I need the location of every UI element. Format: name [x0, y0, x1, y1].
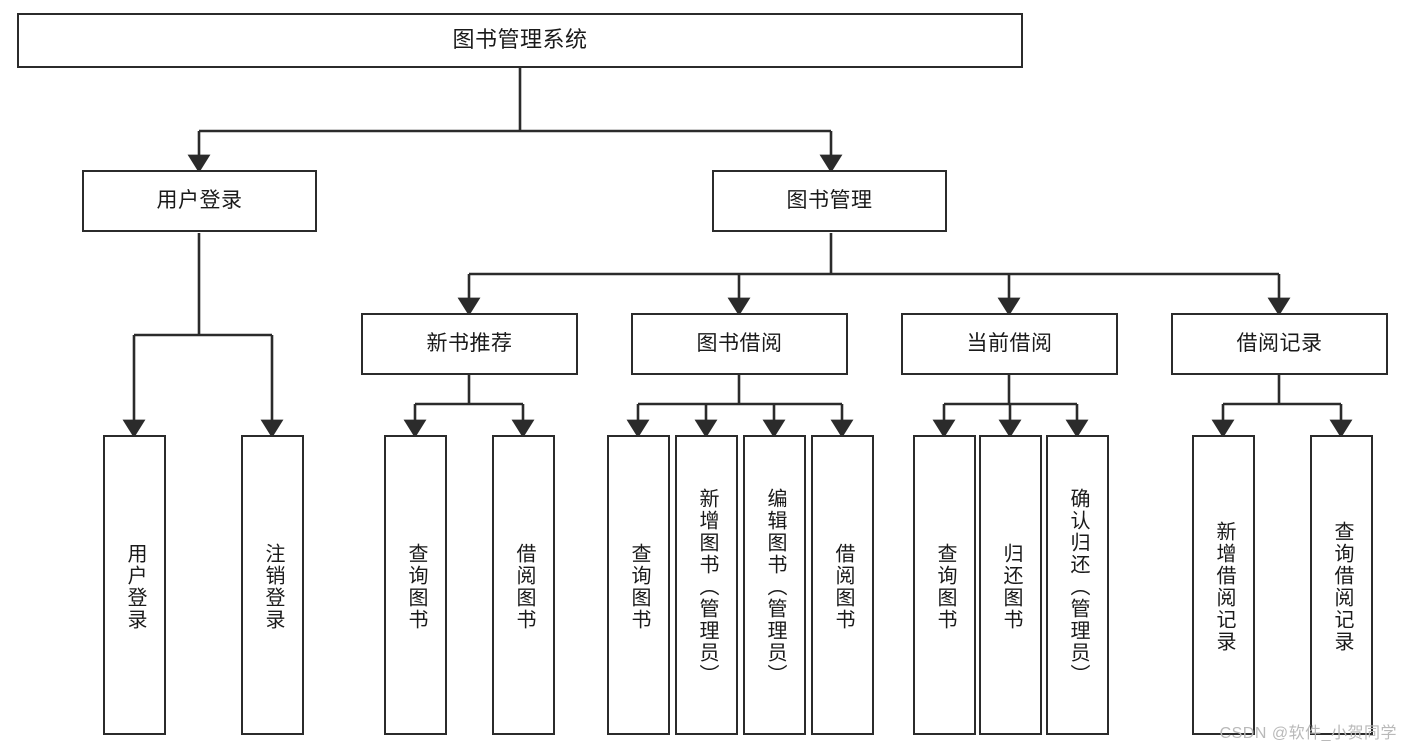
node-label: 归还图书: [1000, 543, 1022, 631]
node-label: 查询图书: [405, 543, 427, 631]
leaf-book-borrow-borrow[interactable]: 借阅图书: [811, 435, 874, 735]
node-label: 图书管理: [786, 188, 873, 212]
node-book-borrow[interactable]: 图书借阅: [631, 313, 848, 375]
node-label: 新增图书（管理员）: [696, 488, 718, 686]
node-label: 确认归还（管理员）: [1067, 488, 1089, 686]
leaf-new-book-borrow[interactable]: 借阅图书: [492, 435, 555, 735]
node-user-login[interactable]: 用户登录: [82, 170, 317, 232]
node-current-borrow[interactable]: 当前借阅: [901, 313, 1118, 375]
node-label: 当前借阅: [966, 331, 1053, 355]
node-label: 编辑图书（管理员）: [764, 488, 786, 686]
node-borrow-record[interactable]: 借阅记录: [1171, 313, 1388, 375]
leaf-book-borrow-add-admin[interactable]: 新增图书（管理员）: [675, 435, 738, 735]
leaf-new-book-query[interactable]: 查询图书: [384, 435, 447, 735]
leaf-borrow-record-query[interactable]: 查询借阅记录: [1310, 435, 1373, 735]
node-label: 查询图书: [934, 543, 956, 631]
leaf-book-borrow-query[interactable]: 查询图书: [607, 435, 670, 735]
node-label: 借阅图书: [832, 543, 854, 631]
node-label: 用户登录: [156, 188, 243, 212]
node-label: 查询图书: [628, 543, 650, 631]
node-book-management[interactable]: 图书管理: [712, 170, 947, 232]
node-label: 新书推荐: [426, 331, 513, 355]
node-label: 借阅图书: [513, 543, 535, 631]
node-label: 新增借阅记录: [1213, 521, 1235, 653]
node-label: 查询借阅记录: [1331, 521, 1353, 653]
node-label: 图书管理系统: [452, 27, 588, 53]
leaf-current-borrow-query[interactable]: 查询图书: [913, 435, 976, 735]
leaf-current-borrow-return[interactable]: 归还图书: [979, 435, 1042, 735]
leaf-book-borrow-edit-admin[interactable]: 编辑图书（管理员）: [743, 435, 806, 735]
node-label: 借阅记录: [1236, 331, 1323, 355]
node-label: 用户登录: [124, 543, 146, 631]
leaf-user-login-signin[interactable]: 用户登录: [103, 435, 166, 735]
node-label: 图书借阅: [696, 331, 783, 355]
node-label: 注销登录: [262, 543, 284, 631]
leaf-user-login-signout[interactable]: 注销登录: [241, 435, 304, 735]
leaf-borrow-record-add[interactable]: 新增借阅记录: [1192, 435, 1255, 735]
leaf-current-borrow-confirm-return-admin[interactable]: 确认归还（管理员）: [1046, 435, 1109, 735]
node-root-book-management-system[interactable]: 图书管理系统: [17, 13, 1023, 68]
node-new-book-recommend[interactable]: 新书推荐: [361, 313, 578, 375]
